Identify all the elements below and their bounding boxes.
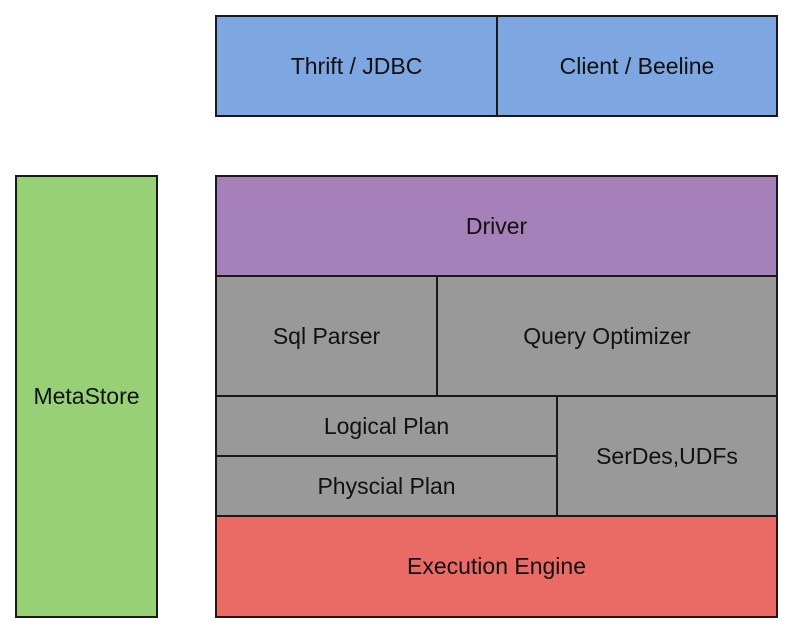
serdes-udfs-label: SerDes,UDFs xyxy=(596,442,738,469)
physical-plan-block: Physcial Plan xyxy=(215,455,558,517)
query-optimizer-block: Query Optimizer xyxy=(436,275,778,397)
driver-label: Driver xyxy=(465,212,528,239)
logical-plan-label: Logical Plan xyxy=(323,412,450,439)
query-optimizer-label: Query Optimizer xyxy=(523,322,691,349)
execution-engine-block: Execution Engine xyxy=(215,515,778,618)
physical-plan-label: Physcial Plan xyxy=(317,472,456,499)
metastore-block: MetaStore xyxy=(15,175,158,618)
sql-parser-block: Sql Parser xyxy=(215,275,438,397)
serdes-udfs-block: SerDes,UDFs xyxy=(556,395,778,517)
sql-parser-label: Sql Parser xyxy=(272,322,381,349)
thrift-jdbc-block: Thrift / JDBC xyxy=(215,15,498,117)
logical-plan-block: Logical Plan xyxy=(215,395,558,457)
metastore-label: MetaStore xyxy=(33,383,140,409)
client-beeline-block: Client / Beeline xyxy=(496,15,778,117)
execution-engine-label: Execution Engine xyxy=(406,553,586,579)
driver-block: Driver xyxy=(215,175,778,277)
thrift-jdbc-label: Thrift / JDBC xyxy=(290,52,423,79)
client-beeline-label: Client / Beeline xyxy=(559,52,715,79)
